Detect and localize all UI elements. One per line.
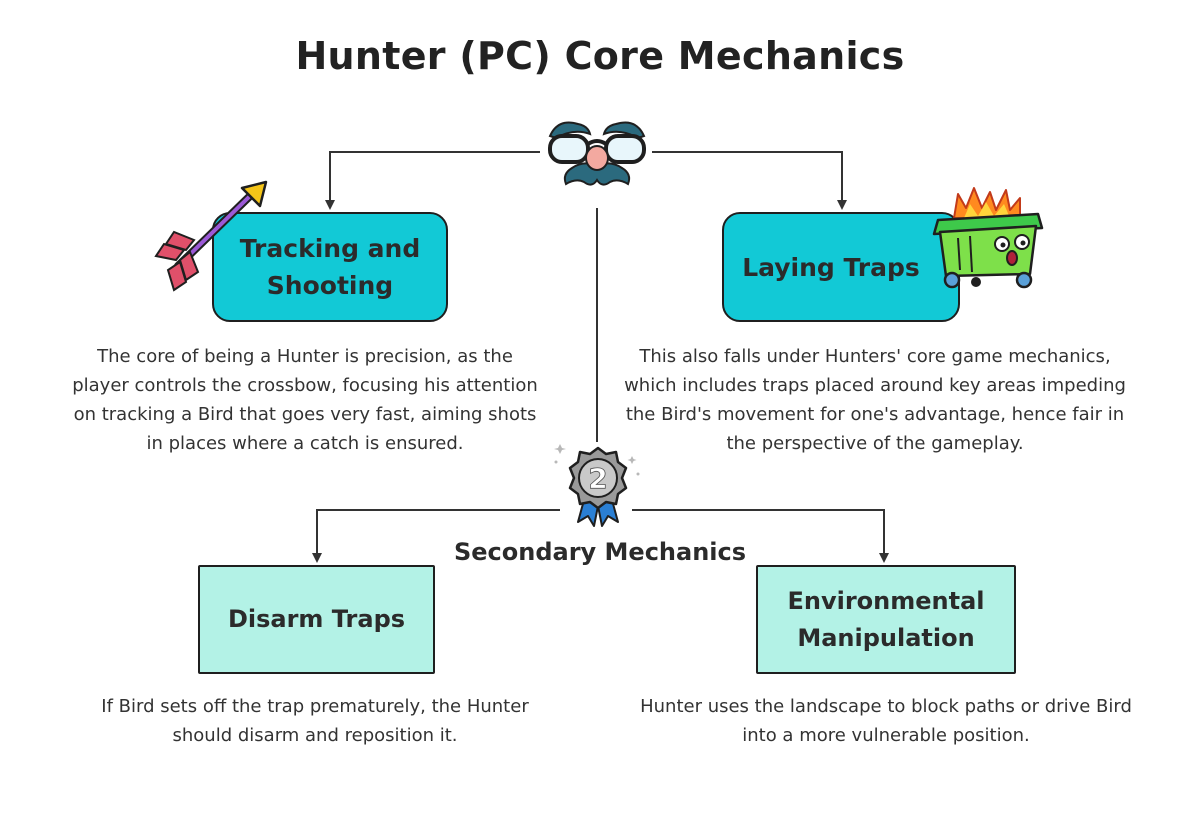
burning-dumpster-icon bbox=[932, 187, 1044, 289]
disarm-traps-description: If Bird sets off the trap prematurely, t… bbox=[101, 696, 529, 746]
disguise-glasses-icon bbox=[548, 121, 646, 186]
connector-top-right bbox=[652, 151, 847, 210]
environmental-manipulation-description: Hunter uses the landscape to block paths… bbox=[640, 696, 1132, 746]
disarm-traps-label: Disarm Traps bbox=[227, 605, 406, 633]
secondary-mechanics-heading: Secondary Mechanics bbox=[400, 538, 800, 566]
laying-traps-label: Laying Traps bbox=[742, 252, 920, 282]
laying-traps-box: Laying Traps bbox=[722, 212, 960, 322]
arrow-icon bbox=[154, 180, 268, 292]
disarm-traps-box: Disarm Traps bbox=[198, 565, 435, 674]
environmental-manipulation-label: Environmental Manipulation bbox=[787, 586, 985, 652]
laying-traps-description: This also falls under Hunters' core game… bbox=[624, 346, 1126, 454]
page-title: Hunter (PC) Core Mechanics bbox=[295, 34, 905, 78]
second-place-ribbon-icon: 2 bbox=[554, 444, 640, 527]
tracking-and-shooting-description: The core of being a Hunter is precision,… bbox=[72, 346, 538, 454]
tracking-and-shooting-label: Tracking and Shooting bbox=[239, 234, 421, 300]
ribbon-number: 2 bbox=[588, 462, 607, 495]
connector-top-left bbox=[325, 151, 540, 210]
tracking-and-shooting-box: Tracking and Shooting bbox=[212, 212, 448, 322]
environmental-manipulation-box: Environmental Manipulation bbox=[756, 565, 1016, 674]
